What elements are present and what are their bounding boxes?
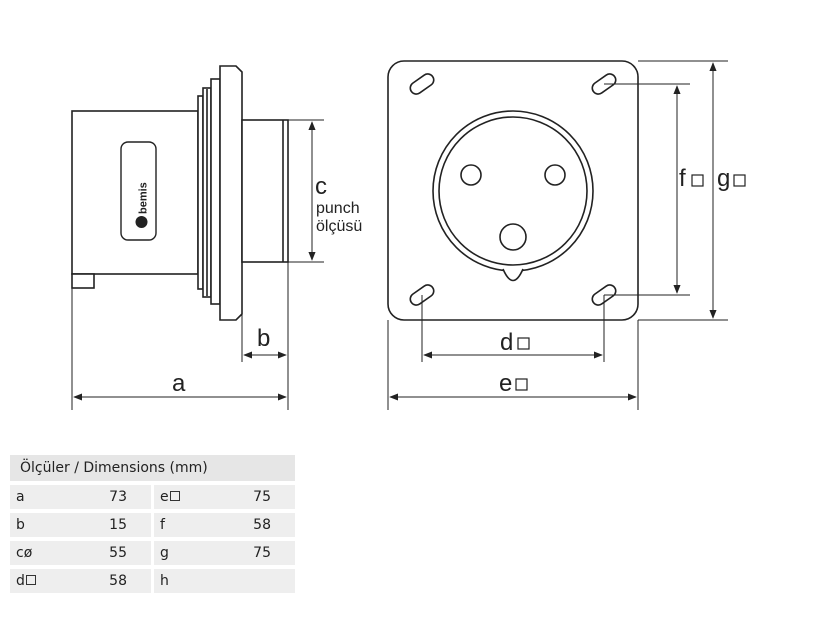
side-dimensions (71, 119, 324, 410)
front-view (387, 60, 639, 321)
table-cell-key: d (10, 569, 65, 593)
socket-key (502, 268, 524, 282)
table-cell-value: 55 (65, 541, 151, 565)
dim-label-g: g (717, 165, 730, 192)
bottom-tab (71, 273, 95, 289)
dim-label-f: f (679, 165, 686, 192)
square-symbol (25, 575, 36, 585)
table-row: d 58 h (10, 569, 295, 593)
dim-label-b: b (257, 325, 270, 352)
pin-right (544, 164, 566, 186)
mounting-slot-tl (409, 73, 435, 95)
table-cell-key: h (154, 569, 209, 593)
table-cell-key: e (154, 485, 209, 509)
flange-3 (210, 78, 221, 305)
square-symbol-g (733, 174, 746, 187)
table-cell-value: 58 (65, 569, 151, 593)
table-title: Ölçüler / Dimensions (mm) (10, 455, 295, 481)
table-cell-key: b (10, 513, 65, 537)
table-cell-key: f (154, 513, 209, 537)
table-cell-key: cø (10, 541, 65, 565)
front-dimensions (387, 60, 728, 410)
bemis-logo: bemis (135, 182, 150, 228)
socket-body (71, 110, 199, 275)
table-row: a 73 e 75 (10, 485, 295, 509)
table-cell-value (209, 569, 295, 593)
table-row: b 15 f 58 (10, 513, 295, 537)
square-symbol-e (515, 378, 528, 391)
dim-label-a: a (172, 370, 186, 397)
table-cell-value: 75 (209, 485, 295, 509)
dim-label-d: d (500, 329, 513, 356)
mounting-plate (219, 65, 243, 321)
square-symbol-f (691, 174, 704, 187)
table-cell-value: 73 (65, 485, 151, 509)
square-symbol-d (517, 337, 530, 350)
table-row: cø 55 g 75 (10, 541, 295, 565)
table-title-row: Ölçüler / Dimensions (mm) (10, 455, 295, 481)
dimensions-table: Ölçüler / Dimensions (mm) a 73 e 75 b 15… (10, 451, 295, 597)
table-cell-key: g (154, 541, 209, 565)
brand-logo-text: bemis (138, 182, 150, 214)
table-cell-value: 75 (209, 541, 295, 565)
punch-cylinder (241, 119, 289, 263)
pin-left (460, 164, 482, 186)
side-view (71, 65, 289, 321)
dim-label-c: c (315, 173, 327, 200)
table-cell-value: 15 (65, 513, 151, 537)
dim-label-e: e (499, 370, 512, 397)
logo-badge (120, 141, 157, 241)
gear-icon (135, 216, 148, 228)
table-cell-value: 58 (209, 513, 295, 537)
technical-drawing: bemis a b c punch ölçüsü (71, 60, 746, 410)
dim-note-punch: punch (316, 200, 360, 217)
dim-note-olcusu: ölçüsü (316, 218, 362, 235)
table-cell-key: a (10, 485, 65, 509)
socket-inner (438, 116, 588, 266)
square-symbol (169, 491, 180, 501)
pin-earth (499, 223, 527, 251)
